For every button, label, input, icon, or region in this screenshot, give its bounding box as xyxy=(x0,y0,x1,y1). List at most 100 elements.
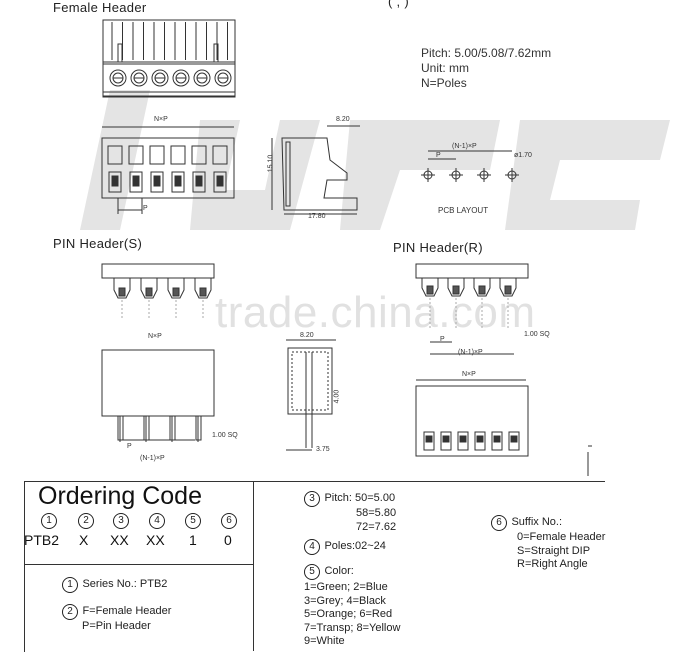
watermark-logo xyxy=(80,80,680,240)
type-line-2: P=Pin Header xyxy=(82,620,151,632)
dim-p-s: P xyxy=(127,443,132,450)
pitch-line-3: 72=7.62 xyxy=(356,520,397,533)
socket-opening xyxy=(108,171,122,193)
pin-tip xyxy=(199,287,207,297)
specs-block: Pitch: 5.00/5.08/7.62mm Unit: mm N=Poles xyxy=(421,46,551,91)
r-front-slot xyxy=(491,431,503,451)
color-label: Color: xyxy=(324,565,354,577)
socket-contact xyxy=(153,175,161,187)
dim-sq-r: 1.00 SQ xyxy=(524,331,550,338)
pin-header-r-title: PIN Header(R) xyxy=(393,240,483,255)
pitch-entry: 3 Pitch: 50=5.00 58=5.80 72=7.62 xyxy=(304,488,396,534)
ordering-code-divider xyxy=(24,564,253,565)
dim-phi-1-70: ø1.70 xyxy=(514,152,532,159)
socket-contact xyxy=(216,175,224,187)
r-front-contact xyxy=(425,435,433,443)
socket-slot xyxy=(149,145,165,165)
pin-tip xyxy=(145,287,153,297)
socket-slot xyxy=(191,145,207,165)
pin-header-r-side-partial xyxy=(587,445,592,476)
r-front-contact xyxy=(493,435,501,443)
screw-head xyxy=(193,69,211,87)
ordering-code-title: Ordering Code xyxy=(38,482,202,510)
pin-header-r-front-drawing xyxy=(415,379,529,457)
socket-opening xyxy=(192,171,206,193)
female-header-front-drawing xyxy=(101,126,235,214)
watermark-logo-shape xyxy=(80,90,670,230)
poles-entry: 4 Poles:02~24 xyxy=(304,536,386,555)
dim-n1xp-pcb: (N-1)×P xyxy=(452,143,477,150)
dim-n1xp-r: (N-1)×P xyxy=(458,349,483,356)
color-line-3: 5=Orange; 6=Red xyxy=(304,608,393,620)
socket-contact xyxy=(132,175,140,187)
suffix-entry: 6 Suffix No.: 0=Female Header S=Straight… xyxy=(491,512,606,572)
pin-housing xyxy=(140,278,158,299)
r-pin-tip xyxy=(504,285,512,295)
type-line-1: F=Female Header xyxy=(82,605,172,617)
pitch-num: 3 xyxy=(304,491,320,507)
color-entry: 5 Color: 1=Green; 2=Blue 3=Grey; 4=Black… xyxy=(304,561,400,649)
r-pin-housing xyxy=(447,278,465,297)
dim-nxp-r: N×P xyxy=(462,371,476,378)
pin-tip xyxy=(172,287,180,297)
socket-opening xyxy=(150,171,164,193)
female-header-top-drawing xyxy=(102,19,236,98)
pin-header-r-top-drawing xyxy=(415,263,529,355)
suffix-line-3: S=Straight DIP xyxy=(517,544,591,557)
spec-poles: N=Poles xyxy=(421,76,467,90)
order-num-4: 4 xyxy=(149,513,165,529)
order-num-3: 3 xyxy=(113,513,129,529)
dim-sq-s: 1.00 SQ xyxy=(212,432,238,439)
female-header-title: Female Header xyxy=(53,0,147,15)
dim-8-20-s: 8.20 xyxy=(300,332,314,339)
order-code-2: X xyxy=(79,532,89,548)
socket-opening xyxy=(213,171,227,193)
order-code-5: 1 xyxy=(189,532,197,548)
pitch-line-1: Pitch: 50=5.00 xyxy=(324,492,396,504)
dim-3-75: 3.75 xyxy=(316,446,330,453)
r-pin-housing xyxy=(499,278,517,297)
suffix-line-2: 0=Female Header xyxy=(517,531,606,543)
socket-slot xyxy=(128,145,144,165)
order-num-2: 2 xyxy=(78,513,94,529)
pcb-layout-drawing xyxy=(421,150,519,182)
ordering-code-vline xyxy=(253,481,254,651)
poles-num: 4 xyxy=(304,539,320,555)
screw-head xyxy=(214,69,232,87)
dim-4-00: 4.00 xyxy=(333,389,341,404)
order-num-6: 6 xyxy=(221,513,237,529)
dim-nxp-s: N×P xyxy=(148,333,162,340)
r-pin-tip xyxy=(452,285,460,295)
screw-head xyxy=(151,69,169,87)
pin-housing xyxy=(194,278,212,299)
r-front-slot xyxy=(474,431,486,451)
female-header-side-drawing xyxy=(271,125,360,215)
r-pin-tip xyxy=(426,285,434,295)
r-front-slot xyxy=(457,431,469,451)
r-front-contact xyxy=(510,435,518,443)
color-line-1: 1=Green; 2=Blue xyxy=(304,581,388,593)
type-num: 2 xyxy=(62,604,78,620)
dim-p-r: P xyxy=(440,336,445,343)
series-entry: 1 Series No.: PTB2 xyxy=(62,574,167,593)
dim-p-pcb: P xyxy=(436,152,441,159)
suffix-line-1: Suffix No.: xyxy=(511,516,562,528)
order-code-3: XX xyxy=(110,532,129,548)
order-code-6: 0 xyxy=(224,532,232,548)
r-front-slot xyxy=(423,431,435,451)
dim-15-10: 15.10 xyxy=(267,154,275,173)
screw-head xyxy=(130,69,148,87)
order-num-5: 5 xyxy=(185,513,201,529)
series-num: 1 xyxy=(62,577,78,593)
pin-header-s-front-drawing xyxy=(101,349,215,442)
pitch-line-2: 58=5.80 xyxy=(356,507,397,519)
r-front-contact xyxy=(476,435,484,443)
latch xyxy=(213,43,219,63)
socket-slot xyxy=(107,145,123,165)
pin-header-s-title: PIN Header(S) xyxy=(53,236,143,251)
r-front-slot xyxy=(508,431,520,451)
pin-tip xyxy=(118,287,126,297)
r-pin-housing xyxy=(421,278,439,297)
order-code-4: XX xyxy=(146,532,165,548)
pin-housing xyxy=(167,278,185,299)
